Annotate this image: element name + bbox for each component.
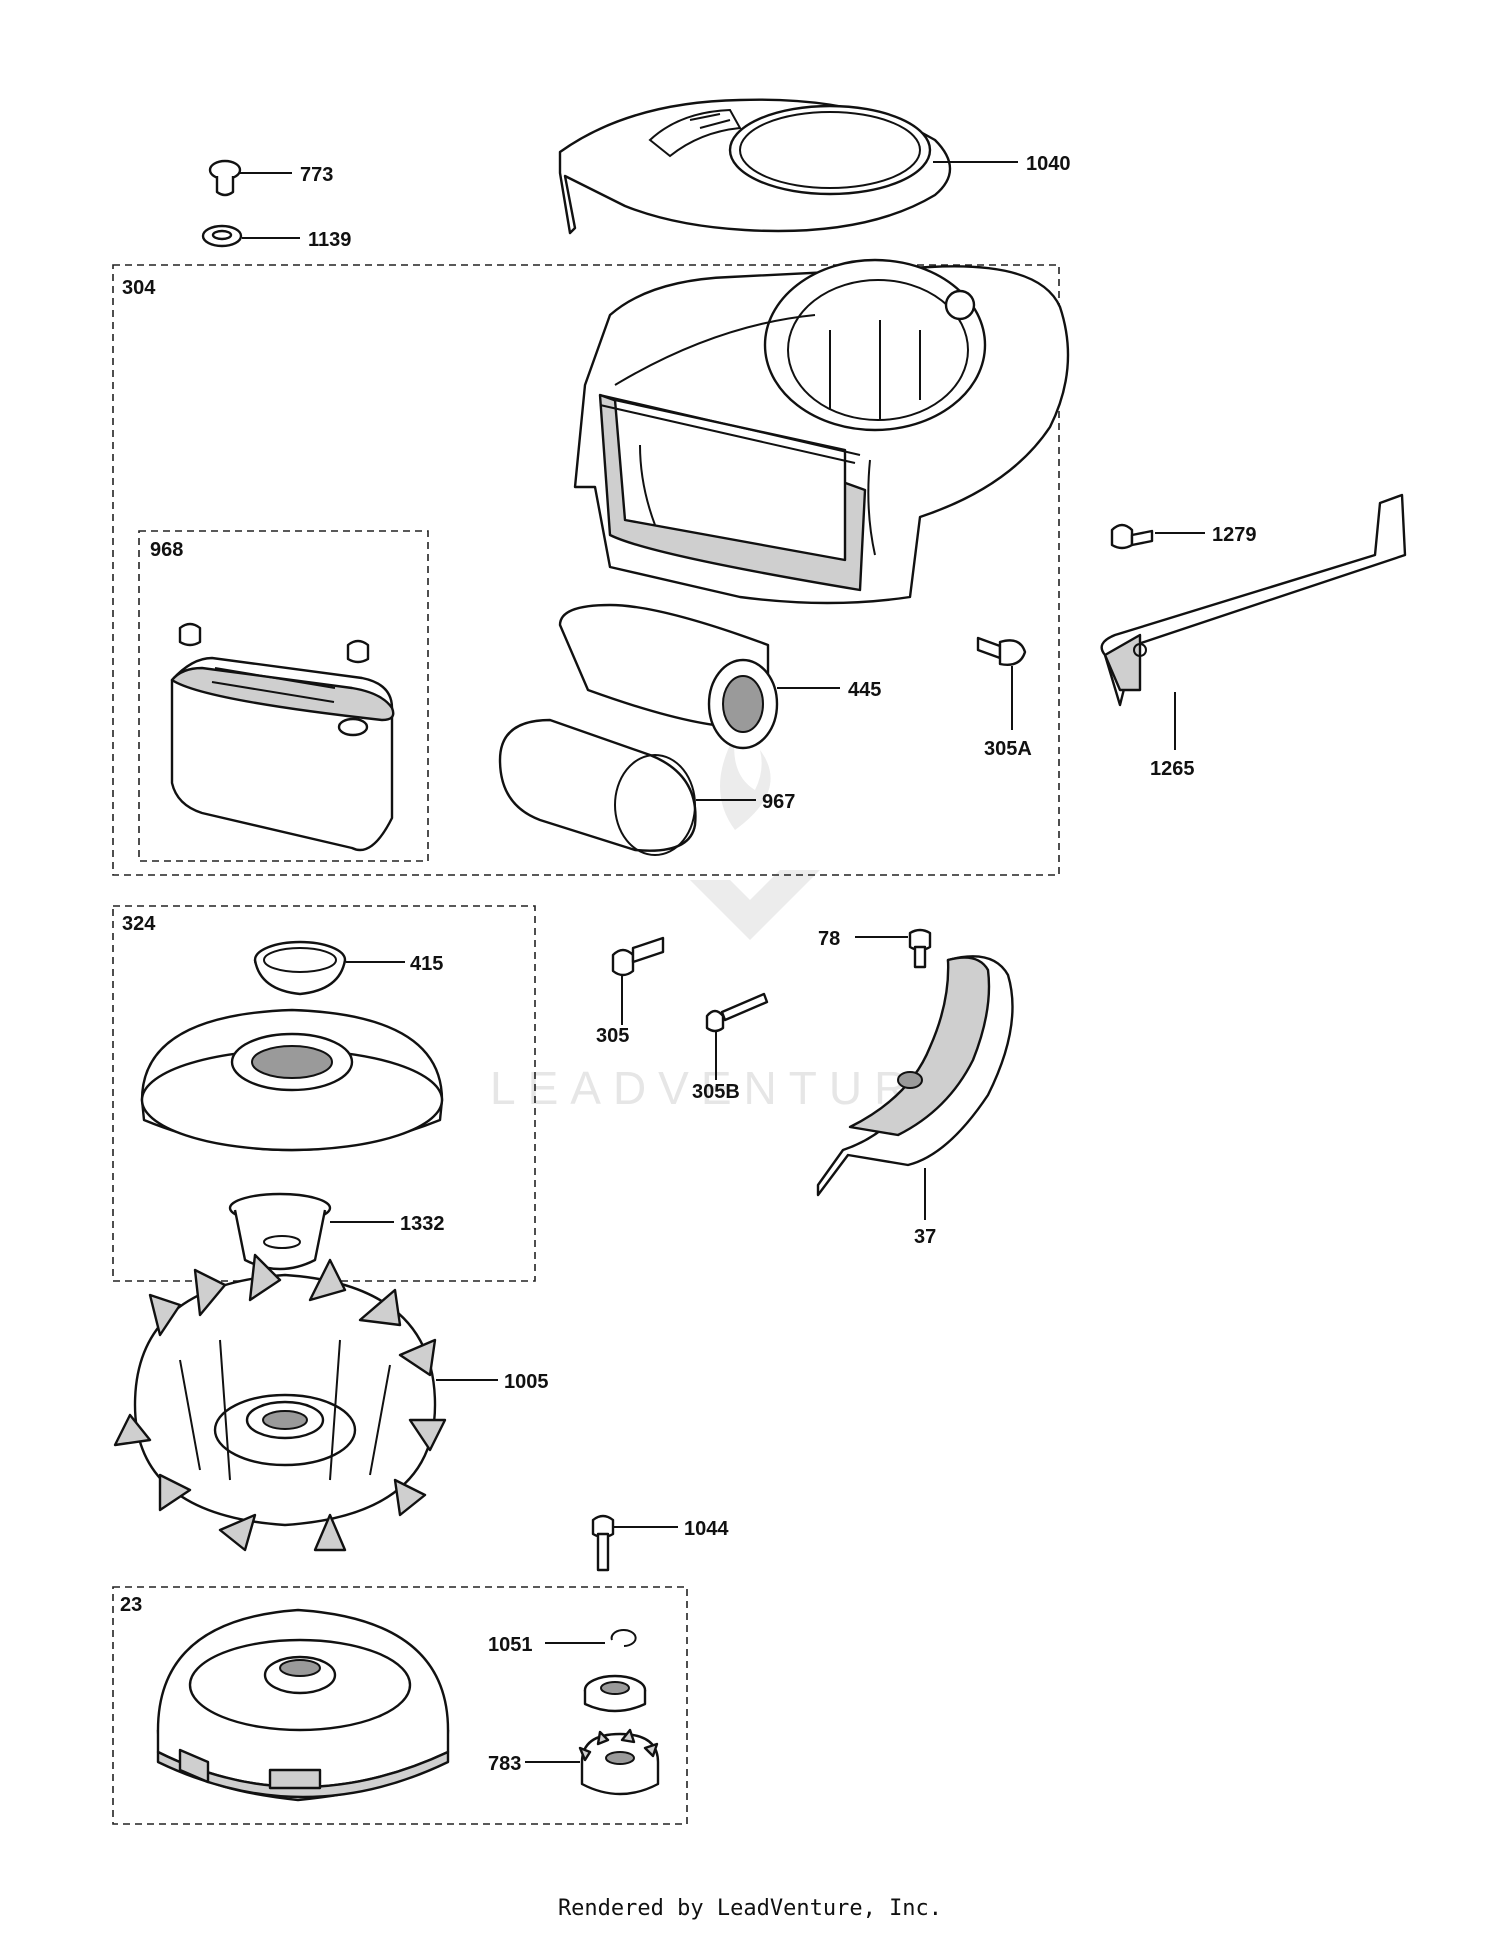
callout-305A[interactable]: 305A — [984, 738, 1032, 760]
part-1051-retaining-ring[interactable] — [545, 1629, 637, 1647]
callout-305[interactable]: 305 — [596, 1025, 629, 1047]
part-23-flywheel[interactable] — [156, 1608, 450, 1802]
group-box-968 — [138, 530, 429, 862]
callout-1040[interactable]: 1040 — [1026, 153, 1071, 175]
callout-967[interactable]: 967 — [762, 791, 795, 813]
callout-1044[interactable]: 1044 — [684, 1518, 729, 1540]
callout-1051[interactable]: 1051 — [488, 1634, 533, 1656]
watermark-text: LEADVENTURE — [490, 1062, 962, 1114]
part-1139-washer[interactable] — [201, 224, 300, 248]
callout-445[interactable]: 445 — [848, 679, 881, 701]
part-1044-bolt[interactable] — [591, 1514, 678, 1572]
callout-78[interactable]: 78 — [818, 928, 840, 950]
callout-1265[interactable]: 1265 — [1150, 758, 1195, 780]
part-1332-cup[interactable] — [228, 1192, 394, 1271]
part-304-blower-housing[interactable] — [573, 258, 1070, 605]
group-label-324: 324 — [122, 913, 156, 935]
group-label-23: 23 — [120, 1594, 142, 1616]
callout-1279[interactable]: 1279 — [1212, 524, 1257, 546]
group-box-304 — [112, 264, 1060, 876]
part-1040-blower-cover[interactable] — [558, 98, 1018, 235]
callout-305B[interactable]: 305B — [692, 1081, 740, 1103]
group-label-968: 968 — [150, 539, 183, 561]
group-box-23 — [112, 1586, 688, 1825]
part-37-shield[interactable] — [816, 955, 1014, 1220]
part-783-gear[interactable] — [525, 1728, 660, 1796]
part-305B-screw[interactable] — [705, 992, 769, 1080]
part-445-air-filter[interactable] — [558, 603, 840, 750]
part-1005-fan[interactable] — [113, 1253, 498, 1552]
callout-773[interactable]: 773 — [300, 164, 333, 186]
callout-415[interactable]: 415 — [410, 953, 443, 975]
leadventure-watermark: LEADVENTURE — [490, 735, 962, 1114]
part-305-bolt[interactable] — [611, 936, 665, 1025]
callout-1005[interactable]: 1005 — [504, 1371, 549, 1393]
part-415-cap[interactable] — [253, 940, 405, 996]
group-label-304: 304 — [122, 277, 156, 299]
part-324-rewind-housing[interactable] — [140, 1008, 444, 1152]
callout-1139[interactable]: 1139 — [308, 229, 351, 251]
part-78-bolt[interactable] — [855, 928, 932, 969]
part-collar[interactable] — [583, 1674, 647, 1713]
footer-credit: Rendered by LeadVenture, Inc. — [557, 1896, 943, 1921]
part-773-plug[interactable] — [208, 159, 292, 197]
part-968-air-cleaner-cover[interactable] — [170, 622, 395, 852]
part-305A-bolt[interactable] — [976, 636, 1027, 730]
part-1279-bolt[interactable] — [1110, 523, 1205, 550]
callout-1332[interactable]: 1332 — [400, 1213, 445, 1235]
part-967-pre-filter[interactable] — [498, 718, 756, 856]
callout-37[interactable]: 37 — [914, 1226, 936, 1248]
part-1265-bracket[interactable] — [1100, 493, 1407, 750]
callout-783[interactable]: 783 — [488, 1753, 521, 1775]
